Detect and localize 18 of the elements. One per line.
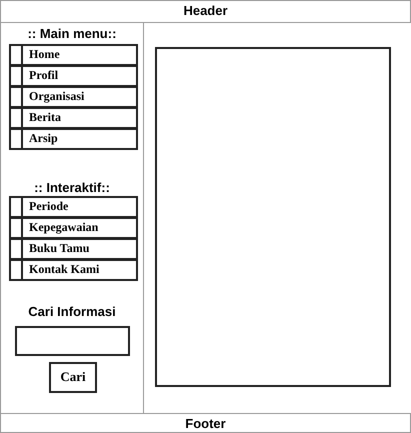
header-bar: Header <box>0 0 411 23</box>
sidebar-panel <box>0 22 144 414</box>
menu-item: Profil <box>9 65 138 87</box>
search-field <box>15 326 130 356</box>
section-heading: Cari Informasi <box>27 304 117 319</box>
menu-item: Arsip <box>9 128 138 150</box>
menu-item: Berita <box>9 107 138 129</box>
section-heading: :: Main menu:: <box>26 26 118 41</box>
footer-bar: Footer <box>0 413 411 433</box>
section-heading: :: Interaktif:: <box>33 180 111 195</box>
menu-item: Organisasi <box>9 86 138 108</box>
menu-item: Kontak Kami <box>9 259 138 281</box>
content-area <box>155 47 391 387</box>
menu-item: Kepegawaian <box>9 217 138 239</box>
menu-item: Periode <box>9 196 138 218</box>
menu-item: Home <box>9 44 138 66</box>
search-button: Cari <box>49 362 97 393</box>
menu-item: Buku Tamu <box>9 238 138 260</box>
